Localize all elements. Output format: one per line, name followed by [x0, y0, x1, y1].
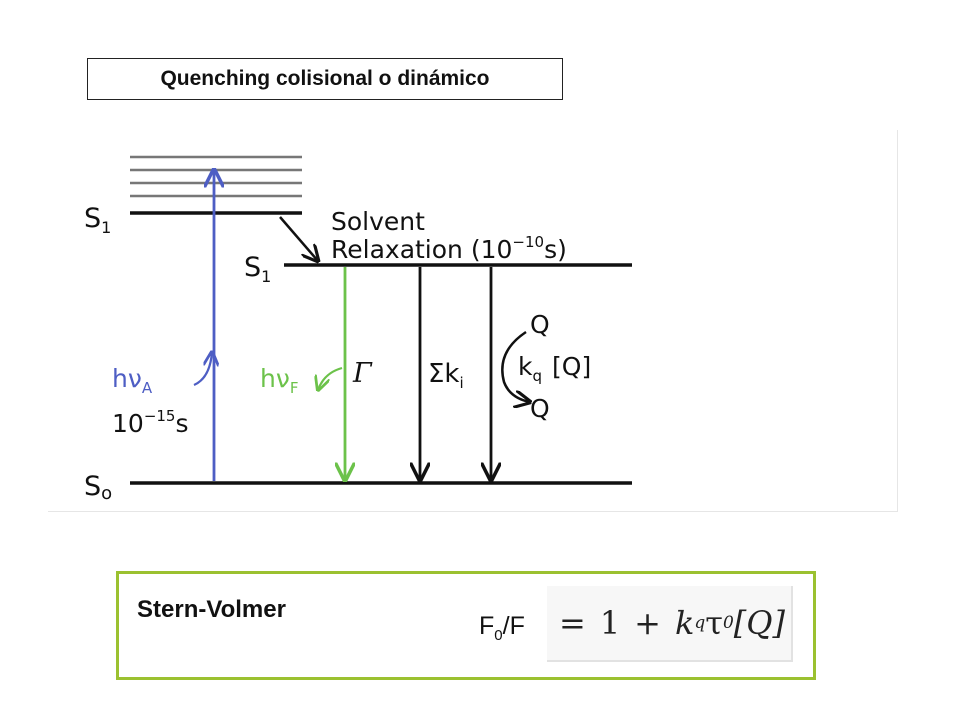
- s1-upper-label: S1: [84, 203, 111, 237]
- absorption-photon-arrow: [193, 352, 212, 387]
- sum-k-label: Σki: [428, 359, 464, 392]
- vibrational-levels: [130, 155, 302, 198]
- quencher-arrow: [501, 330, 530, 402]
- absorption-time-label: 10−15s: [112, 407, 189, 438]
- s1-relaxed-label: S1: [244, 252, 271, 286]
- solvent-relaxation-arrow: [279, 216, 318, 261]
- quencher-bottom-label: Q: [530, 394, 550, 423]
- kq-label: kq[Q]: [518, 352, 591, 385]
- jablonski-diagram: S1 S1 So Solvent Relaxation (10−10s) hνA…: [84, 155, 632, 504]
- hv-a-label: hνA: [112, 364, 153, 397]
- solvent-label: Solvent: [331, 207, 425, 236]
- gamma-label: Γ: [352, 358, 373, 389]
- s0-label: So: [84, 471, 112, 504]
- stern-volmer-lhs: F0/F: [479, 612, 525, 644]
- fluorescence-photon-arrow: [318, 366, 343, 390]
- quencher-top-label: Q: [530, 310, 550, 339]
- stern-volmer-title: Stern-Volmer: [137, 596, 286, 623]
- relaxation-label: Relaxation (10−10s): [331, 233, 567, 264]
- hv-f-label: hνF: [260, 364, 298, 397]
- page-title: Quenching colisional o dinámico: [87, 58, 563, 100]
